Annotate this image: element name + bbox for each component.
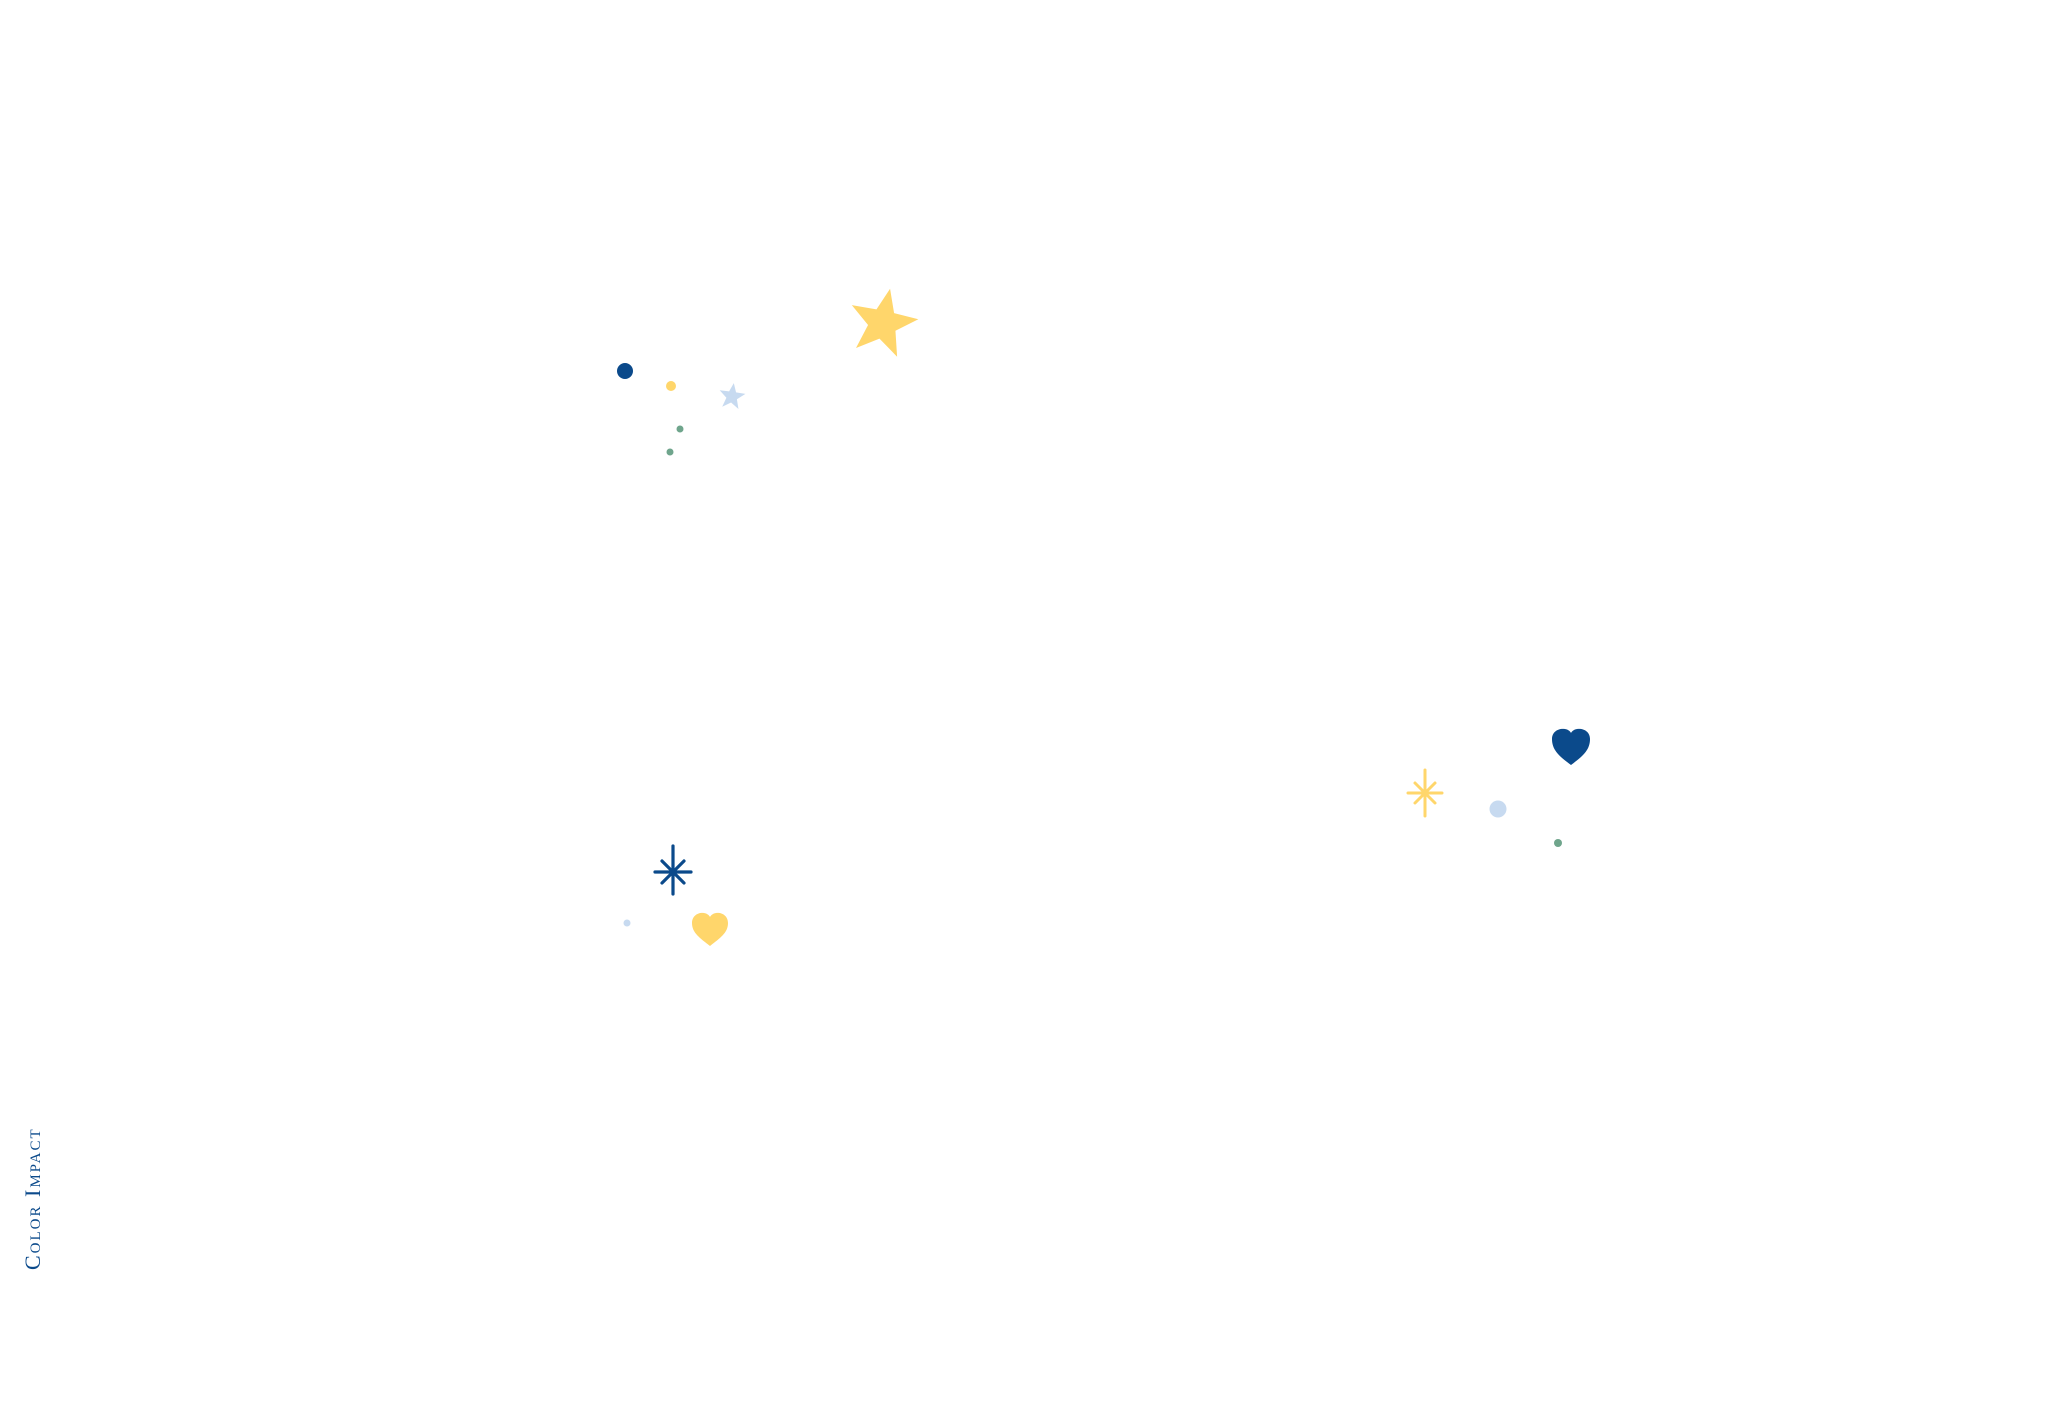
yellow-sparkle-icon — [1406, 768, 1444, 818]
small-yellow-dot-icon — [666, 381, 676, 391]
teal-dot-icon-2 — [666, 448, 674, 456]
brand-label-container: Color Impact — [20, 1120, 84, 1270]
teal-dot-icon — [676, 425, 684, 433]
light-blue-circle-icon — [1489, 800, 1507, 818]
light-blue-dot-icon — [623, 919, 631, 927]
large-yellow-star-icon — [851, 288, 919, 357]
navy-sparkle-icon — [653, 844, 693, 896]
navy-dot-icon — [617, 363, 633, 379]
small-light-blue-star-icon — [719, 383, 746, 410]
teal-dot-icon-3 — [1554, 839, 1562, 847]
brand-label: Color Impact — [20, 1127, 45, 1270]
yellow-heart-icon — [692, 912, 728, 946]
navy-heart-icon — [1552, 728, 1590, 765]
